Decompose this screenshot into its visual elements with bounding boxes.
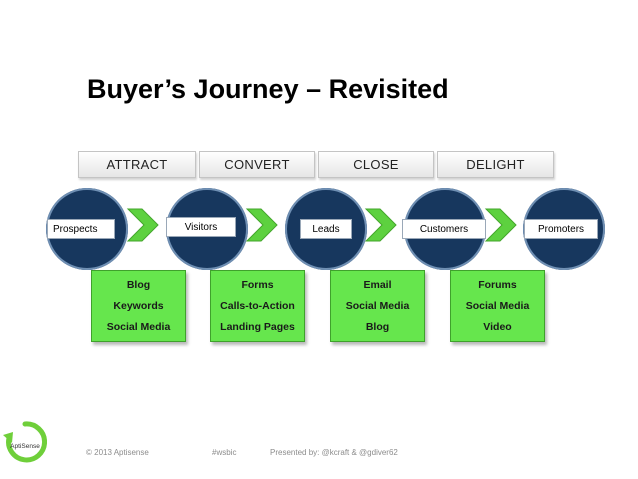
tactic-item: Forms — [241, 279, 274, 292]
slide-title: Buyer’s Journey – Revisited — [87, 74, 449, 104]
tactics-delight: Forums Social Media Video — [450, 270, 545, 342]
footer-presenters: Presented by: @kcraft & @gdiver62 — [270, 448, 398, 457]
tactic-item: Calls-to-Action — [220, 299, 295, 312]
node-label-prospects: Prospects — [47, 219, 115, 239]
tactics-attract: Blog Keywords Social Media — [91, 270, 186, 342]
tactic-item: Landing Pages — [220, 320, 295, 333]
tactic-item: Blog — [365, 320, 390, 333]
stage-close: CLOSE — [318, 151, 434, 178]
node-label-promoters: Promoters — [524, 219, 598, 239]
tactic-item: Email — [363, 279, 392, 292]
tactic-item: Social Media — [465, 299, 530, 312]
tactics-close: Email Social Media Blog — [330, 270, 425, 342]
tactic-item: Video — [483, 320, 512, 333]
stage-delight: DELIGHT — [437, 151, 554, 178]
logo-text: AptiSense — [10, 443, 40, 450]
node-label-leads: Leads — [300, 219, 352, 239]
node-label-customers: Customers — [402, 219, 486, 239]
stage-attract: ATTRACT — [78, 151, 196, 178]
tactic-item: Forums — [478, 279, 517, 292]
node-label-visitors: Visitors — [166, 217, 236, 237]
arrow-icon — [364, 208, 397, 242]
aptisense-logo: AptiSense — [3, 421, 47, 463]
tactics-convert: Forms Calls-to-Action Landing Pages — [210, 270, 305, 342]
tactic-item: Blog — [126, 279, 151, 292]
tactic-item: Social Media — [345, 299, 410, 312]
footer-hashtag: #wsbic — [212, 448, 237, 457]
arrow-icon — [484, 208, 517, 242]
tactic-item: Keywords — [113, 299, 164, 312]
stage-convert: CONVERT — [199, 151, 315, 178]
arrow-icon — [126, 208, 159, 242]
arrow-icon — [245, 208, 278, 242]
tactic-item: Social Media — [106, 320, 171, 333]
footer-copyright: © 2013 Aptisense — [86, 448, 149, 457]
